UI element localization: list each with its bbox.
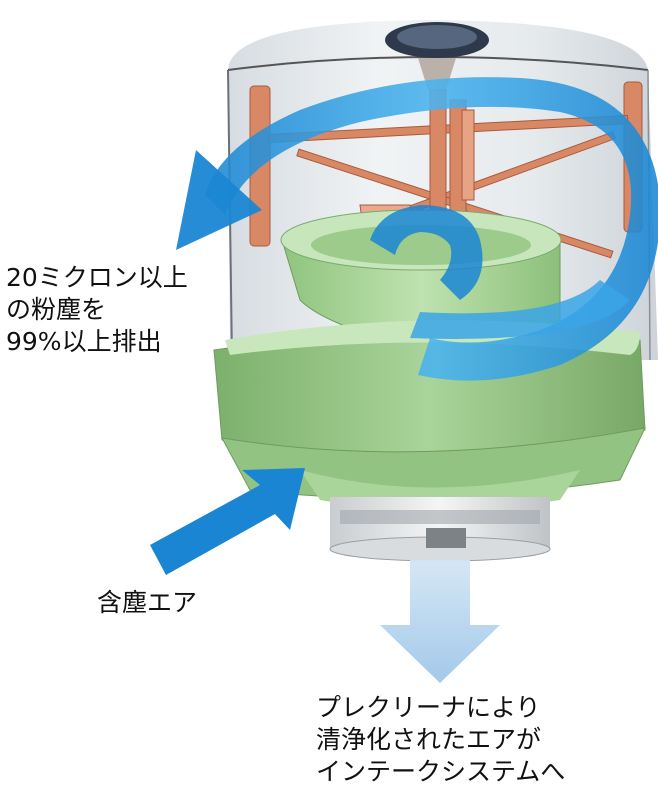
top-cap bbox=[385, 22, 489, 90]
outlet-cylinder bbox=[329, 497, 551, 562]
dust-removal-line-1: 20ミクロン以上 bbox=[6, 263, 188, 292]
dusty-air-label: 含塵エア bbox=[97, 588, 198, 617]
clean-air-label: プレクリーナにより 清浄化されたエアが インテークシステムへ bbox=[316, 692, 565, 788]
dusty-air-arrow bbox=[150, 468, 305, 575]
swirl-flow-arrow bbox=[176, 77, 658, 381]
clean-air-line-2: 清浄化されたエアが bbox=[316, 725, 542, 754]
clean-air-line-3: インテークシステムへ bbox=[316, 757, 566, 786]
clean-air-line-1: プレクリーナにより bbox=[316, 693, 541, 722]
dust-removal-label: 20ミクロン以上 の粉塵を 99%以上排出 bbox=[6, 262, 188, 358]
dust-removal-line-2: の粉塵を bbox=[6, 295, 107, 324]
dust-removal-line-3: 99%以上排出 bbox=[6, 327, 162, 356]
clean-air-arrow bbox=[380, 560, 500, 683]
